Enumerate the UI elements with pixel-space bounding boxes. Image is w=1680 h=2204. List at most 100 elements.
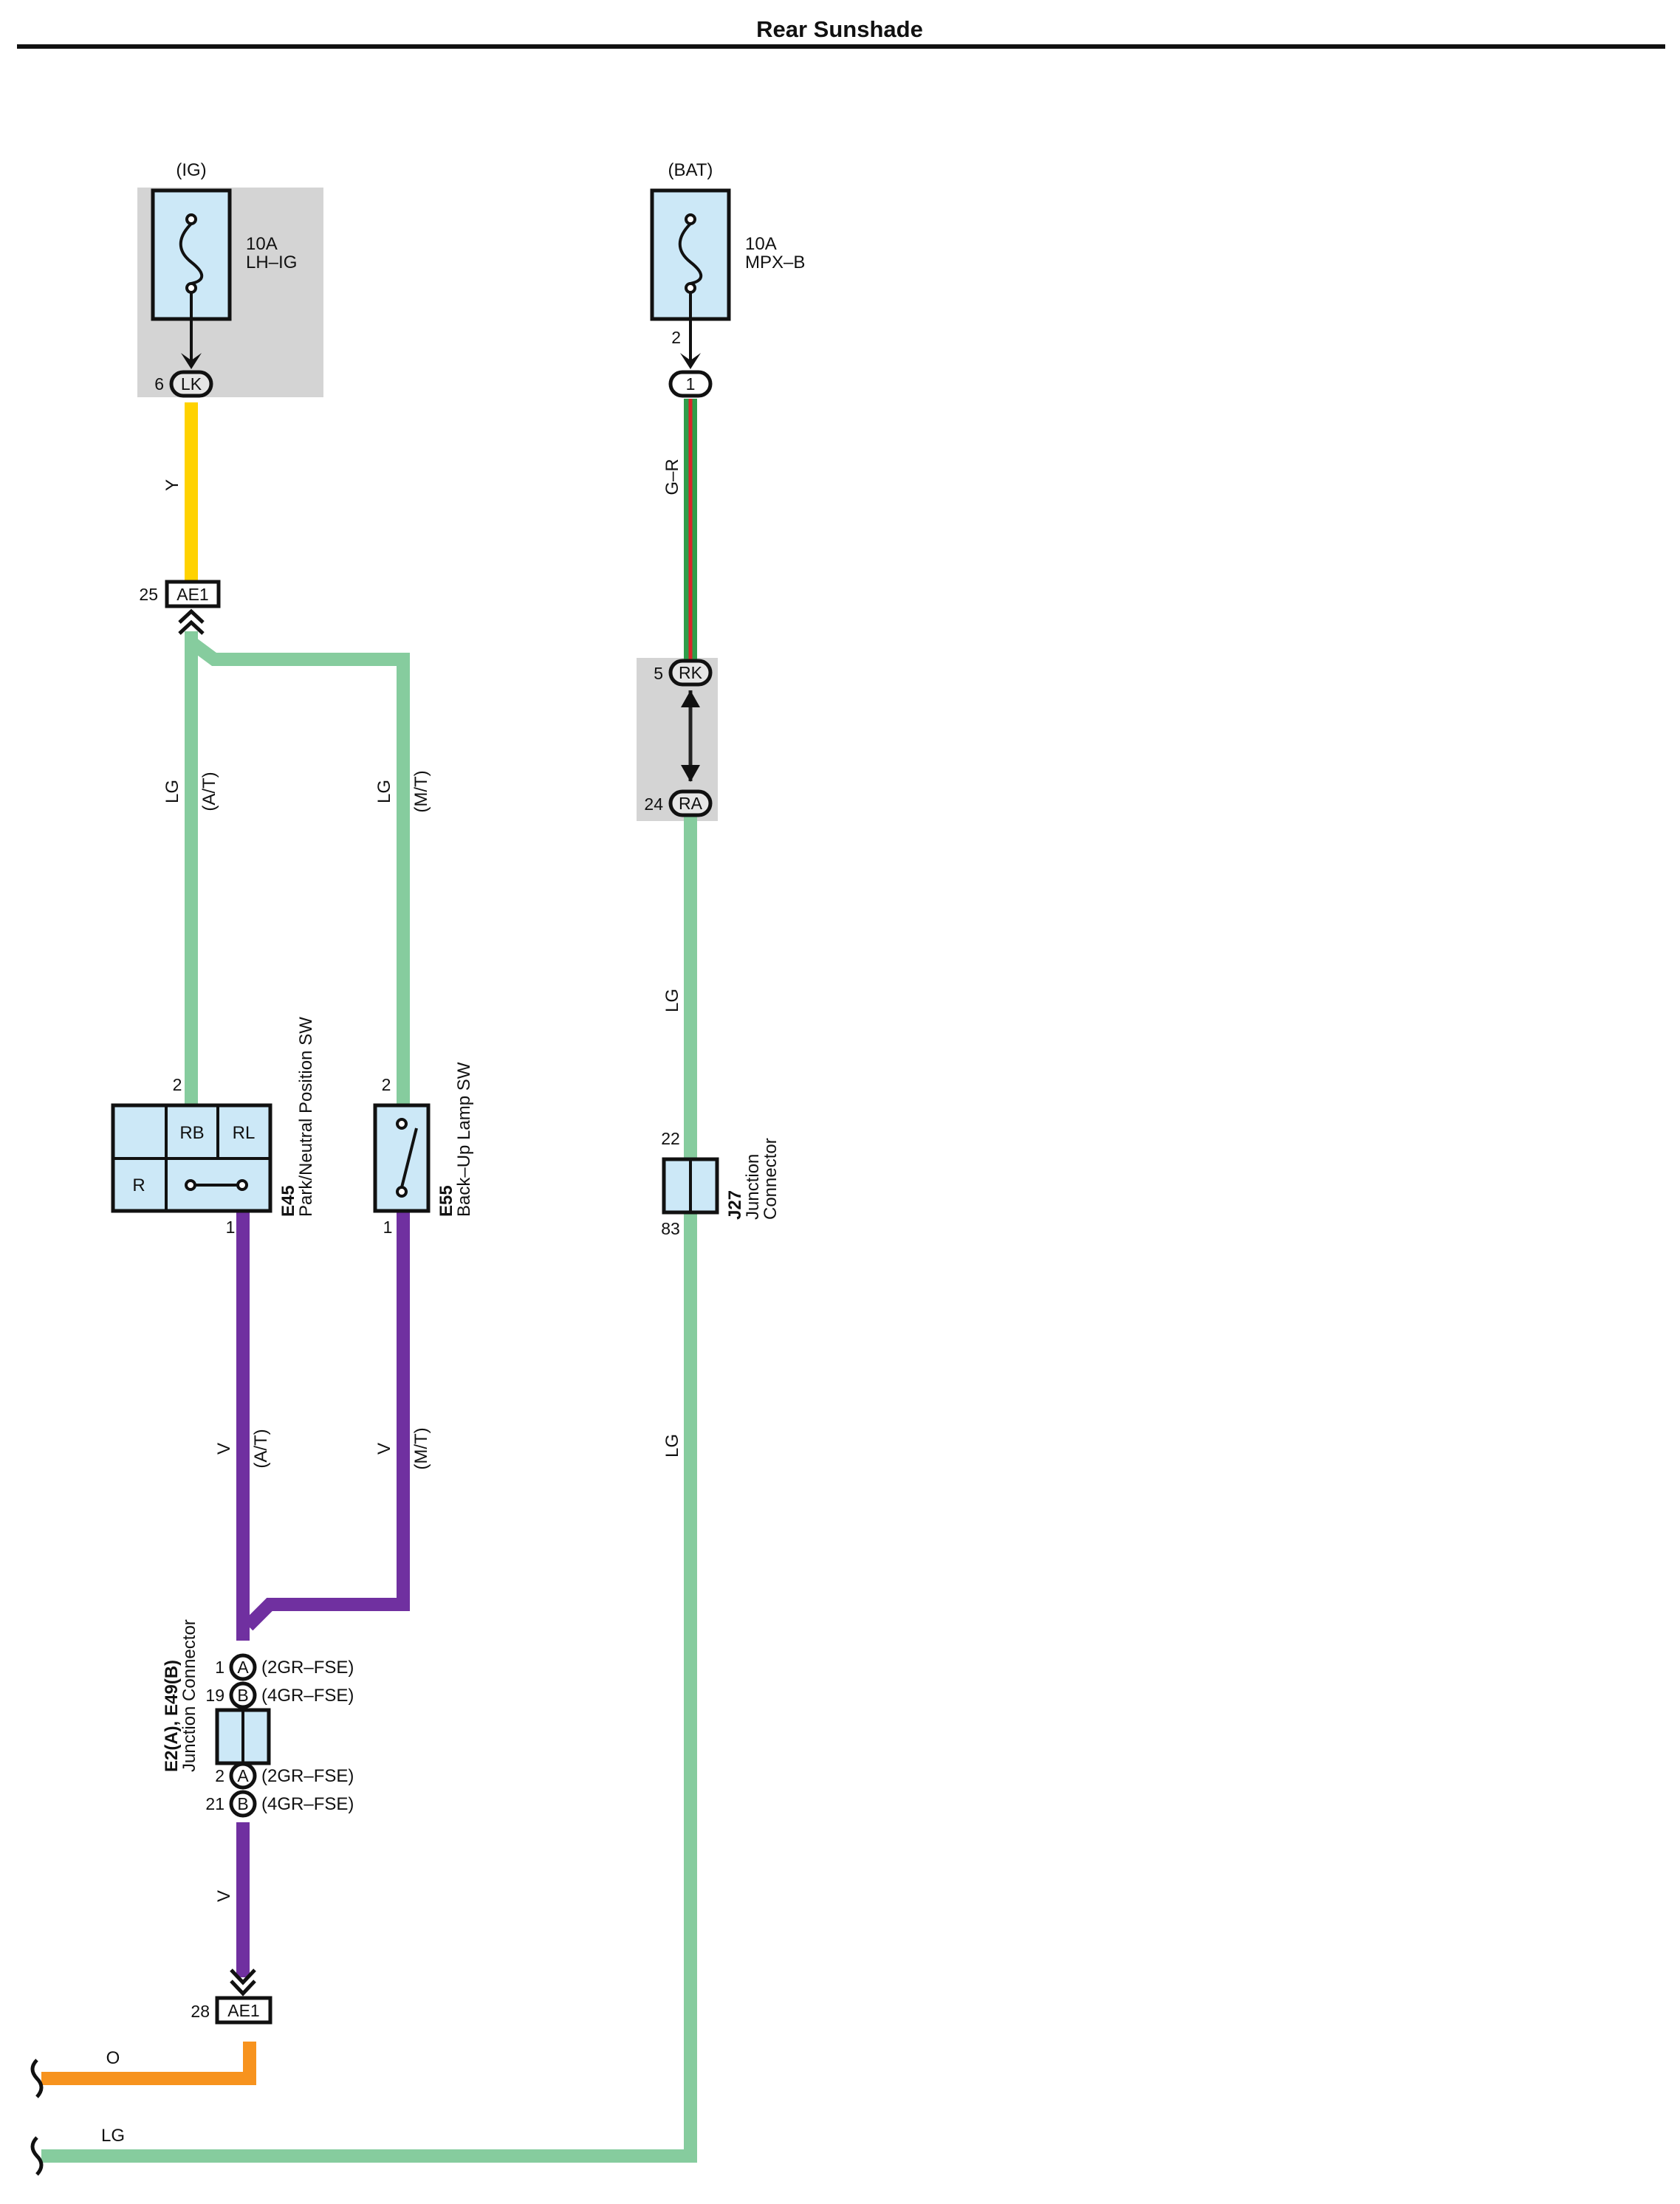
arrow-down-icon [181, 353, 202, 369]
break-o [30, 2059, 44, 2098]
fuse-terminal [685, 282, 696, 294]
wire-mt-label: (M/T) [411, 770, 431, 812]
arrow-down-icon [680, 353, 701, 369]
wire-gr-label: G–R [662, 459, 682, 495]
wire-lg-mid-label: LG [662, 989, 682, 1012]
e55-pin-top: 2 [382, 1075, 391, 1094]
bat-fuse-name: MPX–B [745, 253, 805, 272]
e2-pin-b-top-note: (4GR–FSE) [261, 1686, 354, 1706]
wire-o-label: O [106, 2048, 120, 2068]
fuse-terminal [185, 282, 197, 294]
connector-lk-pin: 6 [154, 374, 164, 394]
ra-pin: 24 [644, 794, 663, 814]
j27-name-line1: Junction [743, 1154, 763, 1220]
j27-id: J27 [725, 1190, 745, 1220]
j27-name-line2: Connector [761, 1138, 781, 1220]
e45-id: E45 [278, 1185, 298, 1217]
switch-contact [396, 1186, 408, 1198]
e2-pin-b-top-num: 19 [205, 1686, 224, 1705]
chevron-down-icon [230, 1968, 256, 1997]
ae1-top-pin: 25 [139, 585, 158, 604]
arrow-down-icon [681, 765, 700, 782]
e2-name: Junction Connector [179, 1619, 199, 1772]
ig-fuse-name: LH–IG [246, 253, 297, 272]
title-rule [17, 44, 1665, 49]
e45-cell-rl: RL [233, 1123, 256, 1143]
e2-pin-a-bottom [229, 1762, 257, 1790]
fuse-icon [179, 222, 204, 285]
ig-label: (IG) [176, 160, 206, 180]
connector-lk [169, 370, 213, 398]
e55-pin-bottom: 1 [383, 1218, 393, 1237]
connector-ra-label: RA [679, 794, 703, 813]
ae1-bottom-pin: 28 [191, 2002, 210, 2021]
fuse-terminal [185, 213, 197, 225]
wire-lg-mt [187, 636, 410, 1104]
wire-at-label: (A/T) [199, 772, 219, 811]
rk-pin: 5 [654, 664, 663, 683]
chevron-up-icon [178, 608, 205, 635]
e45-pin-bottom: 1 [226, 1218, 236, 1237]
e2-pin-a-top [229, 1653, 257, 1681]
e2-pin-a-top-num: 1 [215, 1658, 224, 1677]
connector-rk [668, 659, 713, 687]
e2-pin-a-bottom-letter: A [237, 1766, 249, 1785]
wire-y-label: Y [162, 479, 182, 491]
e55-label-group: E55 Back–Up Lamp SW [436, 1062, 474, 1217]
switch-contact [236, 1179, 248, 1191]
bat-fuse-pin: 2 [671, 328, 681, 347]
connector-ae1-top [165, 580, 221, 608]
wire-v-low-label: V [214, 1890, 234, 1902]
e2-pin-b-bottom-num: 21 [205, 1794, 224, 1813]
connector-lk-label: LK [181, 374, 202, 394]
connector-1-label: 1 [686, 374, 696, 394]
wire-v-mt [243, 1211, 410, 1631]
wire-mt-label-lower: (M/T) [411, 1427, 431, 1469]
e2-pin-b-bottom-note: (4GR–FSE) [261, 1794, 354, 1814]
page-title: Rear Sunshade [756, 16, 923, 42]
bat-label: (BAT) [668, 160, 713, 180]
fuse-terminal [685, 213, 696, 225]
wire-v-at-label: V [214, 1443, 234, 1455]
e2-pin-a-top-letter: A [237, 1658, 249, 1677]
j27-label-group: J27 Junction Connector [725, 1138, 781, 1220]
e2-pin-b-top [229, 1681, 257, 1709]
e55-id: E55 [436, 1185, 456, 1217]
wire-o [41, 2042, 256, 2085]
switch-contact [396, 1118, 408, 1130]
connector-rk-label: RK [679, 663, 703, 682]
connector-ae1-bottom-label: AE1 [227, 2001, 259, 2020]
wire-lg-mt-label: LG [374, 780, 394, 803]
wire-v-mt-label: V [374, 1443, 394, 1455]
switch-contact [185, 1179, 196, 1191]
e45-name: Park/Neutral Position SW [296, 1017, 316, 1217]
e45-pin-top: 2 [173, 1075, 182, 1094]
arrow-up-icon [681, 690, 700, 707]
connector-1 [668, 370, 713, 398]
wire-at-label-lower: (A/T) [251, 1429, 271, 1468]
fuse-icon [678, 222, 703, 285]
connector-ra [668, 789, 713, 817]
j27-pin-bottom: 83 [661, 1219, 680, 1238]
connector-ae1-top-label: AE1 [176, 585, 208, 604]
wire-lg-at-label: LG [162, 780, 182, 803]
e45-cell-r: R [132, 1175, 145, 1195]
e2-pin-b-bottom [229, 1790, 257, 1818]
e2-label-group: E2(A), E49(B) Junction Connector [162, 1619, 199, 1772]
bat-fuse-amp: 10A [745, 234, 777, 254]
e2-pin-b-top-letter: B [237, 1686, 248, 1705]
e2-pin-a-bottom-note: (2GR–FSE) [261, 1766, 354, 1786]
switch-blade [400, 1127, 418, 1188]
e2-pin-a-bottom-num: 2 [215, 1766, 224, 1785]
wire-lg-right [41, 817, 697, 2163]
e45-label-group: E45 Park/Neutral Position SW [278, 1017, 316, 1217]
e2-id: E2(A), E49(B) [162, 1660, 182, 1772]
ig-fuse-amp: 10A [246, 234, 278, 254]
wire-lg-bottom-label: LG [101, 2126, 125, 2146]
wire-lg-low-label: LG [662, 1434, 682, 1458]
e55-name: Back–Up Lamp SW [454, 1062, 474, 1217]
e45-cell-rb: RB [179, 1123, 204, 1143]
e2-pin-b-bottom-letter: B [237, 1794, 248, 1813]
connector-ae1-bottom [215, 1996, 272, 2025]
